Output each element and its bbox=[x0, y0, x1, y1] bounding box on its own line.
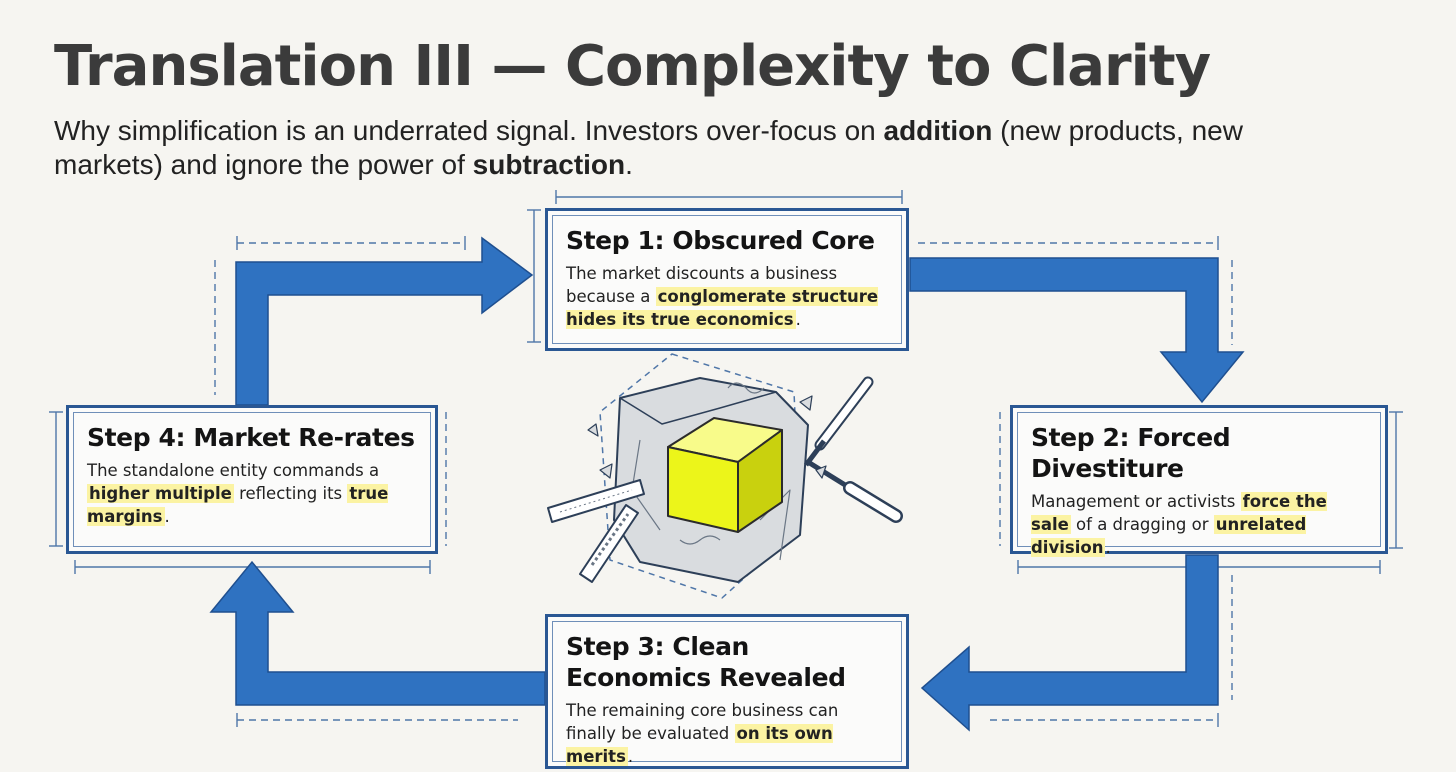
step-2-title: Step 2: Forced Divestiture bbox=[1031, 423, 1231, 483]
step-1-title: Step 1: Obscured Core bbox=[566, 226, 875, 255]
step-1-text: The market discounts a business because … bbox=[566, 264, 879, 329]
step-4-title: Step 4: Market Re-rates bbox=[87, 423, 415, 452]
arrow-step4-to-step1 bbox=[235, 236, 534, 406]
step-4-card: Step 4: Market Re-rates The standalone e… bbox=[66, 405, 438, 554]
rasp-tool-icon bbox=[579, 504, 639, 583]
cube-icon bbox=[667, 417, 783, 533]
chisel-icon bbox=[804, 376, 874, 467]
step-2-card: Step 2: Forced Divestiture Management or… bbox=[1010, 405, 1388, 557]
page-subtitle: Why simplification is an underrated sign… bbox=[54, 115, 1243, 180]
step-2-text: Management or activists force the sale o… bbox=[1031, 492, 1327, 557]
step-3-text: The remaining core business can finally … bbox=[566, 701, 839, 766]
arrow-step1-to-step2 bbox=[909, 257, 1245, 404]
arrow-step2-to-step3 bbox=[920, 554, 1219, 732]
arrow-step3-to-step4 bbox=[209, 560, 546, 706]
rock-fragments bbox=[587, 395, 827, 479]
step-3-card: Step 3: Clean Economics Revealed The rem… bbox=[545, 614, 909, 769]
step-4-text: The standalone entity commands a higher … bbox=[87, 461, 389, 526]
step-3-title: Step 3: Clean Economics Revealed bbox=[566, 632, 846, 692]
screwdriver-icon bbox=[806, 459, 903, 523]
step-1-card: Step 1: Obscured Core The market discoun… bbox=[545, 208, 909, 351]
cube-rock-illustration bbox=[547, 353, 903, 599]
flow-arrows bbox=[209, 236, 1245, 732]
file-tool-icon bbox=[547, 479, 645, 523]
page-title: Translation III — Complexity to Clarity bbox=[54, 34, 1211, 99]
